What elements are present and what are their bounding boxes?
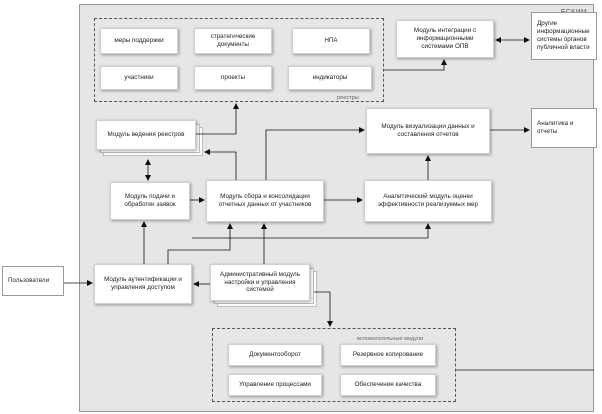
auxiliary-group [212, 328, 456, 402]
analytics-module[interactable]: Аналитический модуль оценки эффективност… [364, 180, 492, 222]
external-other-systems[interactable]: Другие информационные системы органов пу… [531, 12, 597, 60]
aux-item-process-management[interactable]: Управление процессами [228, 374, 322, 396]
registry-item-support-measures[interactable]: меры поддержки [100, 28, 178, 54]
aux-item-document-flow[interactable]: Документооборот [228, 344, 322, 366]
registries-label: реестры [337, 95, 359, 101]
external-analytics-reports[interactable]: Аналитика и отчеты [531, 108, 597, 148]
integration-module[interactable]: Модуль интеграции с информационными сист… [396, 20, 494, 58]
aux-item-backup[interactable]: Резервное копирование [340, 344, 436, 366]
registry-item-indicators[interactable]: индикаторы [288, 66, 372, 90]
auth-module[interactable]: Модуль аутентификации и управления досту… [94, 264, 192, 304]
registries-group [94, 18, 384, 102]
visualization-module[interactable]: Модуль визуализации данных и составления… [366, 108, 490, 154]
requests-module[interactable]: Модуль подачи и обработки заявок [110, 182, 190, 220]
auxiliary-label: вспомогательные модули [357, 336, 424, 342]
admin-module[interactable]: Административный модуль настройки и упра… [210, 264, 310, 301]
registry-item-participants[interactable]: участники [100, 66, 178, 90]
registry-module[interactable]: Модуль ведения реестров [96, 120, 196, 150]
collection-module[interactable]: Модуль сбора и консолидации отчетных дан… [206, 180, 324, 222]
aux-item-quality-assurance[interactable]: Обеспечение качества [340, 374, 436, 396]
external-users[interactable]: Пользователи [2, 266, 64, 296]
registry-item-strategic-docs[interactable]: стратегические документы [194, 28, 272, 54]
registry-item-projects[interactable]: проекты [194, 66, 272, 90]
registry-item-legal-acts[interactable]: НПА [292, 28, 370, 54]
